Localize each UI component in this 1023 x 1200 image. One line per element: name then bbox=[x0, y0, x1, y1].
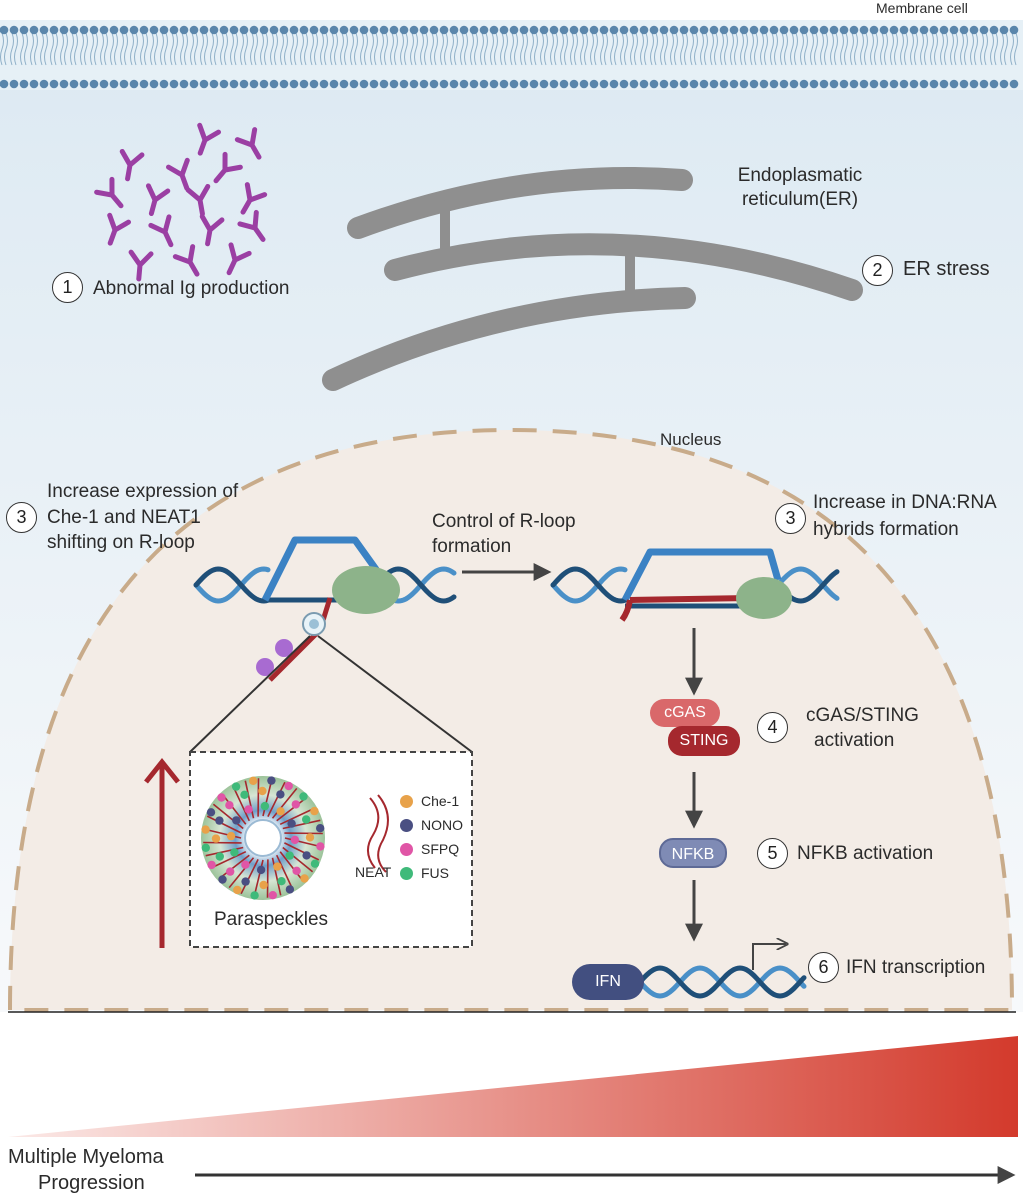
cgas-pill: cGAS bbox=[650, 699, 720, 727]
cell-membrane bbox=[0, 20, 1023, 90]
er-label-line1: Endoplasmatic bbox=[737, 165, 863, 186]
step-number-3a: 3 bbox=[6, 502, 37, 533]
antibody-icon bbox=[165, 157, 190, 191]
transcription-start-arrow bbox=[752, 944, 786, 970]
step-number-5: 5 bbox=[757, 838, 788, 869]
left-rloop-complex bbox=[193, 536, 457, 682]
antibody-icon bbox=[185, 183, 211, 217]
antibody-icon bbox=[148, 214, 174, 248]
control-label-line1: Control of R-loop bbox=[432, 511, 576, 532]
endoplasmic-reticulum bbox=[322, 167, 863, 391]
nfkb-pill: NFKB bbox=[659, 838, 727, 868]
antibody-icon bbox=[119, 148, 145, 182]
progression-line2: Progression bbox=[38, 1172, 145, 1194]
neat-rna-icon bbox=[367, 794, 389, 873]
antibody-icon bbox=[107, 212, 132, 246]
step6-label: IFN transcription bbox=[846, 957, 986, 978]
legend-dot-che1 bbox=[400, 795, 413, 808]
antibody-icon bbox=[128, 249, 154, 282]
step3a-line1: Increase expression of bbox=[47, 481, 239, 502]
legend-dot-nono bbox=[400, 819, 413, 832]
step-number-4: 4 bbox=[757, 712, 788, 743]
step3b-line1: Increase in DNA:RNA bbox=[813, 492, 997, 513]
step3a-line2: Che-1 and NEAT1 bbox=[47, 507, 201, 528]
right-rloop-complex bbox=[550, 548, 840, 622]
nucleus-label: Nucleus bbox=[660, 430, 722, 449]
neat-label: NEAT bbox=[355, 864, 392, 880]
er-label-line2: reticulum(ER) bbox=[741, 189, 859, 210]
step-number-1: 1 bbox=[52, 272, 83, 303]
antibody-icon bbox=[94, 176, 124, 209]
step-number-2: 2 bbox=[862, 255, 893, 286]
antibody-icon bbox=[240, 182, 268, 215]
paraspeckle-illustration bbox=[201, 776, 325, 900]
legend-dot-fus bbox=[400, 867, 413, 880]
step-number-6: 6 bbox=[808, 952, 839, 983]
antibody-icon bbox=[197, 122, 222, 156]
legend-dot-sfpq bbox=[400, 843, 413, 856]
step3a-line3: shifting on R-loop bbox=[47, 532, 195, 553]
antibody-icon bbox=[237, 209, 266, 242]
antibody-icon bbox=[172, 244, 200, 277]
paraspeckles-label: Paraspeckles bbox=[214, 909, 329, 930]
antibody-icon bbox=[226, 242, 252, 276]
membrane-label: Membrane cell bbox=[876, 0, 968, 16]
legend-label-fus: FUS bbox=[421, 865, 449, 881]
sting-pill: STING bbox=[668, 726, 740, 756]
step-number-3b: 3 bbox=[775, 503, 806, 534]
step5-label: NFKB activation bbox=[797, 843, 934, 864]
step4-line2: activation bbox=[814, 730, 895, 751]
legend-label-nono: NONO bbox=[421, 817, 463, 833]
step4-line1: cGAS/STING bbox=[806, 705, 919, 726]
step2-label: ER stress bbox=[903, 258, 990, 280]
antibody-icon bbox=[199, 213, 225, 247]
zoom-lines bbox=[189, 635, 473, 753]
progression-gradient bbox=[8, 1036, 1018, 1137]
control-label-line2: formation bbox=[432, 536, 512, 557]
legend-label-sfpq: SFPQ bbox=[421, 841, 460, 857]
progression-line1: Multiple Myeloma bbox=[8, 1146, 164, 1168]
ifn-dna bbox=[637, 965, 807, 999]
antibody-icon bbox=[145, 183, 171, 217]
legend-label-che1: Che-1 bbox=[421, 793, 460, 809]
antibody-cluster bbox=[94, 122, 268, 282]
antibody-icon bbox=[234, 127, 262, 160]
ifn-pill: IFN bbox=[572, 964, 644, 1000]
increase-arrow bbox=[144, 757, 180, 948]
antibody-icon bbox=[213, 151, 243, 184]
step1-label: Abnormal Ig production bbox=[93, 278, 290, 299]
step3b-line2: hybrids formation bbox=[813, 519, 959, 540]
